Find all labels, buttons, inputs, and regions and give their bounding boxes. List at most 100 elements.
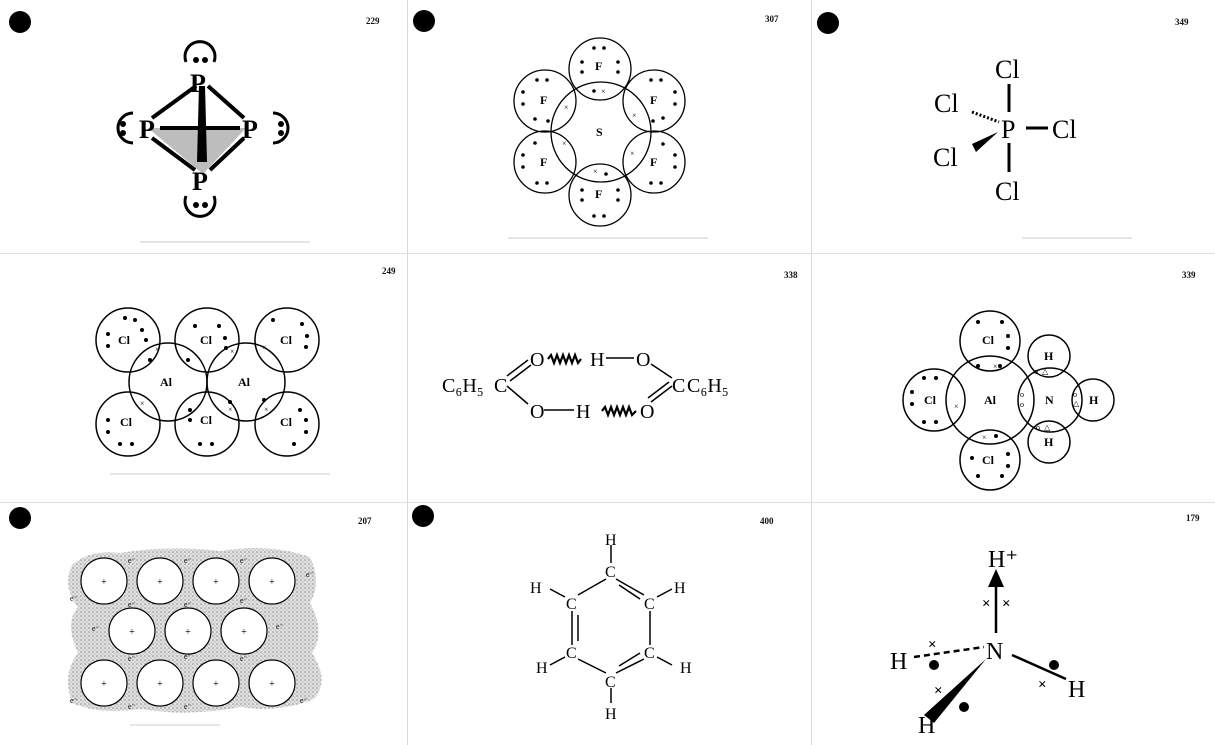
electron-sea-diagram: + + + + + + + + + + + e⁻ e⁻ e⁻ e⁻ e⁻ e⁻ …: [68, 548, 322, 726]
cl-atom: Cl: [933, 143, 958, 172]
ammonium-diagram: H⁺ N H H H ×× ×× ×: [890, 547, 1085, 739]
adduct-diagram: Al Cl Cl Cl N H H H: [902, 310, 1115, 491]
card-pcl5: 349 P Cl Cl Cl Cl Cl: [812, 0, 1215, 252]
svg-text:×: ×: [928, 637, 937, 653]
f-atom: F: [540, 155, 547, 169]
metal-ion: +: [157, 679, 163, 690]
n-atom: N: [1045, 393, 1054, 407]
card-al2cl6: 249 Al Al Cl Cl Cl Cl Cl Cl: [0, 254, 406, 501]
h-atom: H: [576, 401, 590, 423]
card-benzene: 400 C C C: [408, 503, 810, 745]
punch-hole: [9, 11, 31, 33]
h-atom: H: [1044, 349, 1054, 363]
c-atom: C: [644, 645, 655, 662]
svg-text:o: o: [1036, 423, 1040, 432]
metal-ion: +: [101, 679, 107, 690]
h-atom: H: [590, 349, 604, 371]
punch-hole: [817, 12, 839, 34]
phenyl-group: C₆H₅: [442, 375, 484, 397]
electron: e⁻: [306, 570, 314, 579]
h-atom: H: [890, 649, 907, 675]
svg-text:△: △: [1042, 367, 1049, 376]
c-atom: C: [605, 674, 616, 691]
svg-text:o: o: [1020, 400, 1024, 409]
cl-atom: Cl: [934, 89, 959, 118]
electron: e⁻: [70, 594, 78, 603]
electron: e⁻: [300, 696, 308, 705]
svg-text:o: o: [1034, 367, 1038, 376]
o-atom: O: [530, 401, 544, 423]
svg-text:△: △: [1073, 399, 1080, 408]
electron: e⁻: [276, 622, 284, 631]
phenyl-group: C₆H₅: [687, 375, 729, 397]
electron: e⁻: [128, 556, 136, 565]
o-atom: O: [636, 349, 650, 371]
electron: e⁻: [184, 556, 192, 565]
s-atom: S: [596, 125, 603, 139]
svg-text:o: o: [1073, 390, 1077, 399]
c-atom: C: [566, 596, 577, 613]
p-atom: P: [192, 167, 208, 196]
card-number: 179: [1186, 513, 1200, 523]
h-atom: H: [1068, 677, 1085, 703]
card-sf6: 307 S F F F F F F: [408, 0, 810, 252]
cl-atom: Cl: [982, 333, 995, 347]
h-atom: H: [680, 660, 692, 677]
benzene-diagram: C C C C C C H H H H H H: [530, 532, 692, 723]
f-atom: F: [595, 59, 602, 73]
card-carboxylic-dimer: 338 C₆H₅ C O O H H O O C C₆H₅: [408, 254, 810, 501]
card-alcl3-nh3: 339 Al Cl Cl Cl N H H H: [812, 254, 1215, 501]
svg-text:×: ×: [140, 399, 145, 408]
al2cl6-diagram: Al Al Cl Cl Cl Cl Cl Cl: [95, 307, 330, 475]
cl-atom: Cl: [118, 333, 131, 347]
svg-text:×: ×: [155, 345, 160, 354]
svg-text:×: ×: [982, 596, 991, 612]
metal-ion: +: [213, 577, 219, 588]
cl-atom: Cl: [982, 453, 995, 467]
svg-text:×: ×: [562, 139, 567, 148]
electron: e⁻: [70, 696, 78, 705]
card-number: 249: [382, 266, 396, 276]
electron: e⁻: [128, 702, 136, 711]
metal-ion: +: [129, 627, 135, 638]
cl-atom: Cl: [995, 55, 1020, 84]
electron: e⁻: [184, 702, 192, 711]
al-atom: Al: [984, 393, 997, 407]
svg-text:×: ×: [630, 149, 635, 158]
svg-text:×: ×: [632, 111, 637, 120]
f-atom: F: [540, 93, 547, 107]
svg-text:△: △: [1044, 423, 1051, 432]
card-ammonium: 179 H⁺ N H H H ×× ×× ×: [812, 503, 1215, 745]
card-number: 307: [765, 14, 779, 24]
h-atom: H: [674, 580, 686, 597]
cl-atom: Cl: [924, 393, 937, 407]
dimer-diagram: C₆H₅ C O O H H O O C C₆H₅: [442, 349, 729, 423]
h-atom: H: [536, 660, 548, 677]
svg-text:×: ×: [564, 103, 569, 112]
punch-hole: [412, 505, 434, 527]
svg-text:×: ×: [1002, 596, 1011, 612]
h-atom: H: [1089, 393, 1099, 407]
svg-text:×: ×: [601, 87, 606, 96]
cl-atom: Cl: [200, 333, 213, 347]
card-metallic-bonding: 207 + + + +: [0, 503, 406, 745]
punch-hole: [9, 507, 31, 529]
metal-ion: +: [269, 577, 275, 588]
cl-atom: Cl: [200, 413, 213, 427]
pcl5-diagram: P Cl Cl Cl Cl Cl: [933, 55, 1132, 239]
f-atom: F: [650, 93, 657, 107]
metal-ion: +: [213, 679, 219, 690]
cl-atom: Cl: [995, 177, 1020, 206]
h-atom: H: [1044, 435, 1054, 449]
al-atom: Al: [238, 375, 251, 389]
card-number: 400: [760, 516, 774, 526]
divider: [0, 502, 1215, 503]
cl-atom: Cl: [1052, 115, 1077, 144]
metal-ion: +: [185, 627, 191, 638]
cl-atom: Cl: [120, 415, 133, 429]
c-atom: C: [605, 564, 616, 581]
divider: [407, 0, 408, 745]
p-atom: P: [139, 115, 155, 144]
electron: e⁻: [128, 654, 136, 663]
